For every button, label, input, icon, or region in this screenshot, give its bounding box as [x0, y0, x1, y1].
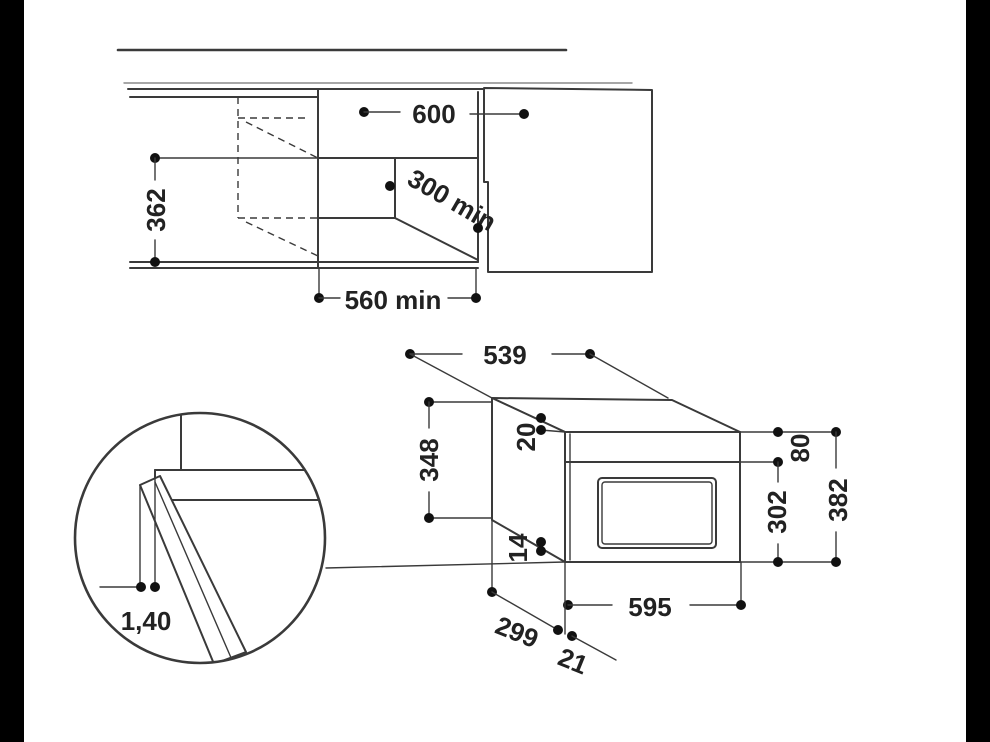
appliance-view: 539 348 20	[405, 340, 853, 680]
dimension-dot	[773, 557, 783, 567]
dimension-362: 362	[141, 153, 171, 267]
dimension-dot	[136, 582, 146, 592]
dimension-1-40: 1,40	[99, 582, 172, 636]
detail-view: 1,40	[73, 411, 566, 665]
dimension-14: 14	[503, 533, 546, 562]
front-width-label: 595	[628, 592, 671, 622]
bottom-offset-label: 14	[503, 533, 533, 562]
detail-connector-line	[325, 561, 566, 569]
dimension-dot	[471, 293, 481, 303]
detail-door-inner-edge	[154, 481, 233, 661]
niche-width-label: 600	[412, 99, 455, 129]
dimension-dot	[773, 427, 783, 437]
hidden-edge-top-diagonal	[245, 121, 319, 159]
hidden-edge-bottom-diagonal	[245, 221, 319, 257]
dimension-dot	[831, 557, 841, 567]
detail-magnifier-circle	[73, 411, 327, 665]
niche-opening-width-label: 560 min	[345, 285, 442, 315]
top-offset-label: 20	[511, 423, 541, 452]
extension-line	[589, 353, 669, 399]
dimension-382: 382	[823, 427, 853, 567]
dimension-dot	[385, 181, 395, 191]
dimension-dot	[424, 513, 434, 523]
dimension-dot	[553, 625, 563, 635]
dimension-348: 348	[414, 397, 493, 523]
dimension-dot	[536, 537, 546, 547]
dimension-dot	[150, 582, 160, 592]
dimension-dot	[736, 600, 746, 610]
dimension-560-min: 560 min	[314, 267, 481, 315]
dimension-539: 539	[405, 340, 669, 399]
niche-view: 600 362 300 min 560 min	[116, 48, 653, 315]
oven-door-window	[597, 477, 717, 549]
dimension-21: 21	[553, 561, 617, 681]
dimension-80: 80	[773, 427, 815, 467]
panel-height-label: 80	[785, 434, 815, 463]
front-thickness-label: 21	[554, 642, 592, 681]
detail-contents	[139, 413, 325, 663]
dimension-dot	[536, 413, 546, 423]
right-frame-bar	[966, 0, 990, 742]
dimension-595: 595	[563, 561, 746, 622]
gap-label: 1,40	[121, 606, 172, 636]
extension-line	[409, 353, 493, 399]
dimension-600: 600	[359, 99, 529, 129]
dimension-dot	[519, 109, 529, 119]
dimension-dot	[473, 223, 483, 233]
dimension-dot	[150, 257, 160, 267]
dimension-20: 20	[511, 413, 566, 452]
oven-door-glass	[601, 481, 713, 545]
front-height-label: 382	[823, 478, 853, 521]
dimension-dot	[536, 425, 546, 435]
dimension-dot	[536, 546, 546, 556]
niche-floor-diagonal	[394, 217, 479, 261]
niche-height-label: 362	[141, 188, 171, 231]
door-height-label: 302	[762, 490, 792, 533]
dimension-302: 302	[762, 461, 792, 567]
dimension-line	[491, 591, 559, 631]
side-cabinet-panel	[483, 87, 653, 273]
dimension-line	[571, 635, 617, 661]
hidden-edges	[237, 97, 319, 257]
left-frame-bar	[0, 0, 24, 742]
appliance-depth-label: 539	[483, 340, 526, 370]
body-height-label: 348	[414, 438, 444, 481]
